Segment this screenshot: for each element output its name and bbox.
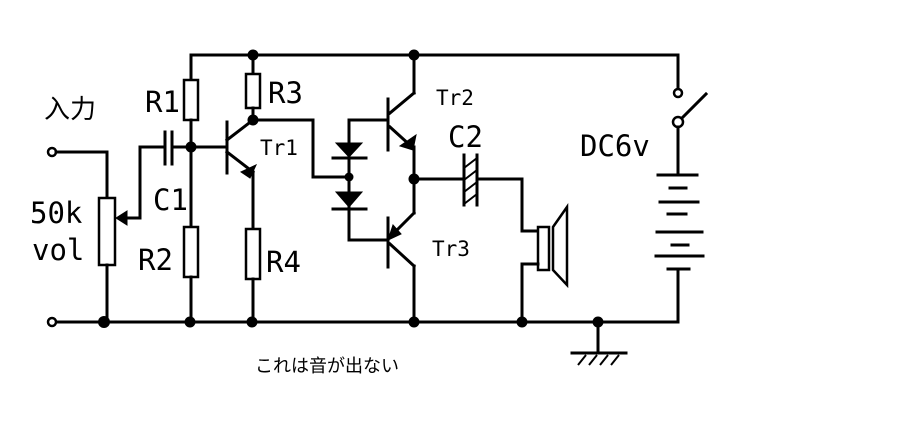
r1-label: R1 [145, 85, 180, 119]
r3-label: R3 [268, 76, 303, 110]
power-switch[interactable] [671, 87, 709, 177]
power-label: DC6v [580, 129, 650, 163]
capacitor-c2 [412, 153, 540, 233]
r2-label: R2 [138, 243, 173, 277]
junction [516, 316, 528, 328]
pot-name-label: vol [32, 233, 84, 267]
bottom-rail [56, 278, 680, 324]
input-label: 入力 [44, 95, 96, 125]
diode-d2-icon [334, 191, 364, 208]
junction [98, 316, 110, 328]
tr2-emitter-arrow-icon [398, 133, 417, 151]
pot-value-label: 50k [30, 196, 83, 230]
battery [654, 173, 705, 324]
c1-label: C1 [153, 183, 188, 217]
junction [592, 316, 604, 328]
junction [246, 316, 258, 328]
speaker [520, 203, 569, 324]
transistor-tr2 [386, 53, 417, 215]
junction [247, 49, 259, 61]
junction [344, 172, 354, 182]
speaker-cone-icon [551, 203, 569, 289]
tr3-label: Tr3 [432, 237, 470, 261]
resistor-r1 [182, 78, 200, 229]
input-terminal-bottom [46, 316, 58, 328]
driver-wire [251, 118, 351, 179]
junction [247, 114, 259, 126]
resistor-r3 [244, 53, 262, 122]
junction [185, 141, 197, 153]
tr3-emitter-arrow-icon [387, 224, 402, 241]
junction [184, 316, 196, 328]
wiper-arrow-icon [115, 210, 128, 226]
transistor-tr1 [224, 117, 258, 231]
bias-diodes [331, 118, 390, 242]
resistor-r2 [182, 225, 200, 324]
junction [408, 316, 420, 328]
junction-dots [98, 49, 604, 328]
tr2-label: Tr2 [436, 86, 474, 110]
ground-symbol [570, 320, 628, 366]
tr1-label: Tr1 [260, 136, 298, 160]
capacitor-c1 [163, 130, 228, 166]
junction [408, 49, 420, 61]
diode-d1-icon [334, 142, 364, 158]
top-rail [189, 53, 680, 90]
transistor-tr3 [386, 210, 417, 324]
junction [408, 173, 420, 185]
volume-potentiometer [54, 145, 167, 324]
caption: これは音が出ない [255, 356, 399, 377]
c2-label: C2 [448, 120, 483, 154]
r4-label: R4 [266, 245, 301, 279]
resistor-r4 [244, 227, 262, 324]
